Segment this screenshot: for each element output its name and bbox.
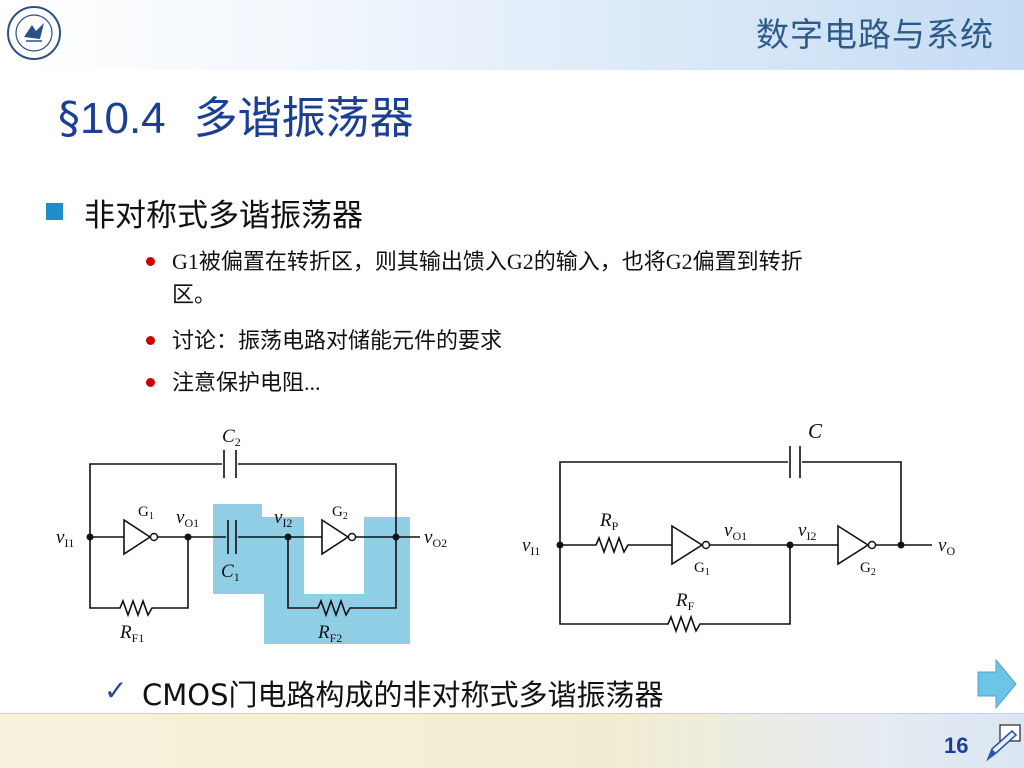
label-g1: G1	[138, 504, 154, 522]
label-g1-right: G1	[694, 560, 710, 578]
label-rf2: RF2	[317, 622, 342, 645]
section-name: 多谐振荡器	[193, 93, 414, 144]
university-logo	[7, 6, 61, 60]
bullet-square	[46, 203, 63, 220]
label-vi2-right: vI2	[798, 520, 816, 543]
highlight-region	[213, 504, 410, 644]
sub-bullet-dot	[146, 378, 155, 387]
sub-bullet-dot	[146, 257, 155, 266]
circuit-diagrams: C2 vI1 G1 vO1 vI2 G2 vO2 C1 RF1 RF2 C vI…	[56, 419, 955, 645]
label-c2: C2	[222, 426, 241, 449]
next-arrow-icon[interactable]	[976, 656, 1018, 712]
label-vo1: vO1	[176, 507, 199, 530]
figure-caption: CMOS门电路构成的非对称式多谐振荡器	[142, 678, 664, 712]
page-number: 16	[944, 733, 969, 758]
label-c: C	[808, 419, 823, 443]
sub-bullet-1: G1被偏置在转折区，则其输出馈入G2的输入，也将G2偏置到转折	[172, 249, 803, 274]
right-circuit: C vI1 RP vO1 vI2 G1 G2 vO RF	[522, 419, 955, 634]
label-vi2: vI2	[274, 507, 292, 530]
footer-divider	[0, 713, 1024, 714]
section-symbol: §	[58, 93, 80, 144]
course-title: 数字电路与系统	[756, 15, 994, 54]
label-g2: G2	[332, 504, 348, 522]
label-vo-right: vO	[938, 535, 955, 558]
label-vi1-right: vI1	[522, 535, 540, 558]
checkmark-icon: ✓	[104, 674, 128, 707]
footer-band	[0, 714, 1024, 768]
sub-bullet-3: 注意保护电阻...	[172, 370, 321, 395]
label-rp: RP	[599, 510, 619, 533]
label-rf1: RF1	[119, 622, 144, 645]
label-vo2: vO2	[424, 527, 447, 550]
label-c1: C1	[221, 561, 240, 584]
sub-bullet-2: 讨论：振荡电路对储能元件的要求	[172, 328, 503, 353]
section-number: 10.4	[80, 94, 166, 143]
sub-bullet-dot	[146, 336, 155, 345]
pen-icon[interactable]	[984, 723, 1022, 763]
section-title: §10.4 多谐振荡器	[58, 82, 414, 146]
label-vo1-right: vO1	[724, 520, 747, 543]
label-vi1: vI1	[56, 527, 74, 550]
left-circuit: C2 vI1 G1 vO1 vI2 G2 vO2 C1 RF1 RF2	[56, 426, 447, 645]
label-rf-right: RF	[675, 590, 695, 613]
sub-bullet-1-continuation: 区。	[172, 282, 217, 307]
main-bullet-text: 非对称式多谐振荡器	[84, 198, 363, 234]
label-g2-right: G2	[860, 560, 876, 578]
header-band	[0, 0, 1024, 70]
